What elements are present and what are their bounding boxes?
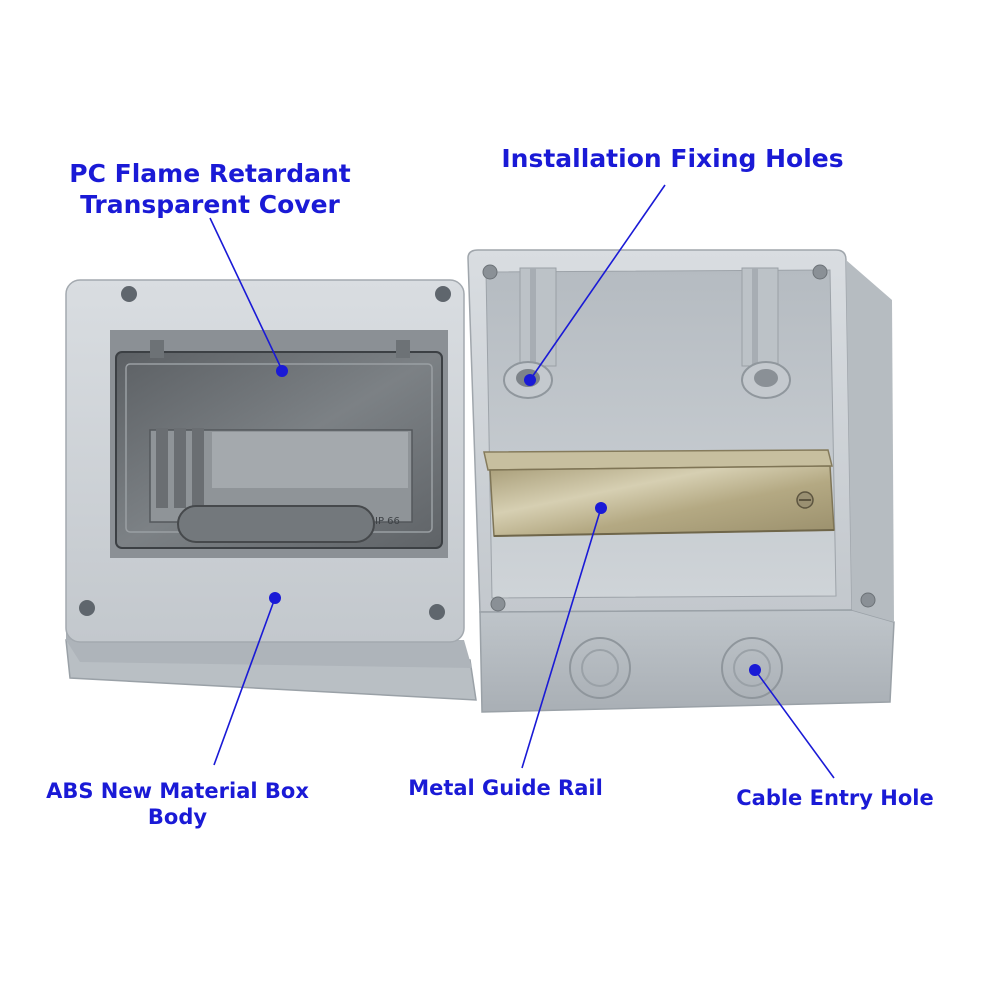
screw-icon <box>435 286 451 302</box>
leader-line-holes <box>529 184 666 381</box>
screw-hole-icon <box>860 592 876 608</box>
leader-line-cable <box>754 669 835 779</box>
leader-line-rail <box>521 507 602 769</box>
leader-lines <box>209 184 835 779</box>
screw-icon <box>79 600 95 616</box>
screw-hole-icon <box>482 264 498 280</box>
label-body-line2: Body <box>147 805 208 830</box>
ip-rating-mark: IP 66 <box>375 516 400 527</box>
label-cover-line1: PC Flame Retardant <box>69 159 351 188</box>
right-enclosure <box>467 249 895 713</box>
screw-hole-icon <box>490 596 506 612</box>
screw-icon <box>121 286 137 302</box>
leader-dot-cable <box>749 664 761 676</box>
leader-dot-cover <box>276 365 288 377</box>
label-cable-line1: Cable Entry Hole <box>736 786 934 810</box>
label-rail-line1: Metal Guide Rail <box>408 776 603 800</box>
label-cover-line2: Transparent Cover <box>80 190 340 220</box>
screw-hole-icon <box>812 264 828 280</box>
label-body-line1: ABS New Material Box <box>46 779 309 803</box>
label-holes-line1: Installation Fixing Holes <box>501 144 844 173</box>
leader-dot-holes <box>524 374 536 386</box>
screw-icon <box>429 604 445 620</box>
label-installation-fixing-holes: Installation Fixing Holes <box>485 143 860 174</box>
leader-line-body <box>213 597 276 766</box>
label-transparent-cover: PC Flame Retardant Transparent Cover <box>60 158 360 221</box>
leader-dot-rail <box>595 502 607 514</box>
metal-guide-rail <box>483 449 833 471</box>
label-metal-guide-rail: Metal Guide Rail <box>398 775 613 801</box>
cable-entry-hole <box>569 637 783 699</box>
leader-line-cover <box>209 217 283 371</box>
leader-dot-body <box>269 592 281 604</box>
label-cable-entry-hole: Cable Entry Hole <box>725 785 945 811</box>
cover-handle <box>177 505 375 543</box>
left-enclosure: IP 66 <box>65 279 477 701</box>
label-box-body: ABS New Material Box Body <box>30 778 325 831</box>
